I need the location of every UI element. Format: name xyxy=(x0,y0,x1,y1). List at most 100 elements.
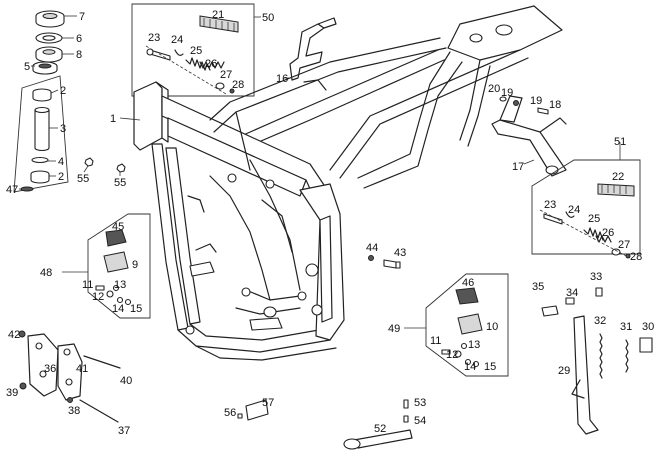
engine-mount-plates xyxy=(18,330,121,423)
callout-34: 34 xyxy=(566,287,578,299)
footpeg-assembly-left xyxy=(131,3,261,97)
o-ring xyxy=(20,186,34,192)
return-spring xyxy=(185,57,211,71)
callout-55-left: 55 xyxy=(77,173,89,185)
stand-spring-32 xyxy=(599,333,603,379)
callout-47: 47 xyxy=(6,184,18,196)
callout-4: 4 xyxy=(58,156,64,168)
footpeg-rubber xyxy=(199,15,239,33)
head-tube-pipe xyxy=(34,106,50,152)
callout-26-right: 26 xyxy=(602,227,614,239)
callout-6: 6 xyxy=(76,33,82,45)
callout-32: 32 xyxy=(594,315,606,327)
callout-54: 54 xyxy=(414,415,426,427)
stem-cap xyxy=(35,10,65,28)
callout-15-left: 15 xyxy=(130,303,142,315)
callout-12-left: 12 xyxy=(92,291,104,303)
pivot-pin-right xyxy=(543,213,563,225)
callout-49: 49 xyxy=(388,323,400,335)
callout-23-right: 23 xyxy=(544,199,556,211)
callout-7: 7 xyxy=(79,11,85,23)
callout-2-upper: 2 xyxy=(60,85,66,97)
engine-plate-right xyxy=(57,343,83,401)
callout-45: 45 xyxy=(112,221,124,233)
callout-18: 18 xyxy=(549,99,561,111)
callout-20: 20 xyxy=(488,83,500,95)
callout-27-top: 27 xyxy=(220,69,232,81)
race-lower xyxy=(30,170,50,184)
washer xyxy=(35,32,63,44)
stem-nut xyxy=(35,46,63,63)
long-bolt-40 xyxy=(83,355,121,369)
return-spring-right xyxy=(583,227,604,241)
callout-51: 51 xyxy=(614,136,626,148)
callout-44: 44 xyxy=(366,242,378,254)
callout-28-right: 28 xyxy=(630,251,642,263)
callout-43: 43 xyxy=(394,247,406,259)
race-upper xyxy=(32,88,52,102)
assembly-box-48 xyxy=(87,213,151,319)
callout-41: 41 xyxy=(76,363,88,375)
callout-46: 46 xyxy=(462,277,474,289)
callout-9: 9 xyxy=(132,259,138,271)
callout-31: 31 xyxy=(620,321,632,333)
callout-16: 16 xyxy=(276,73,288,85)
callout-10: 10 xyxy=(486,321,498,333)
callout-24-right: 24 xyxy=(568,204,580,216)
washer-right xyxy=(611,248,621,256)
bolts-18-19-20 xyxy=(499,96,549,115)
callout-5: 5 xyxy=(24,61,30,73)
callout-13-left: 13 xyxy=(114,279,126,291)
footpeg-assembly-right xyxy=(531,142,641,259)
assembly-box-49 xyxy=(425,273,509,377)
callout-50: 50 xyxy=(262,12,274,24)
callout-30: 30 xyxy=(642,321,654,333)
callout-24-top: 24 xyxy=(171,34,183,46)
pivot-pin xyxy=(146,48,171,61)
callout-14-right: 14 xyxy=(464,361,476,373)
callout-19-right: 19 xyxy=(530,95,542,107)
coil-spring xyxy=(199,61,225,69)
callout-27-right: 27 xyxy=(618,239,630,251)
callout-37: 37 xyxy=(118,425,130,437)
bracket-assembly-48 xyxy=(62,213,151,319)
stand-spring-31 xyxy=(625,339,629,373)
callout-23-top: 23 xyxy=(148,32,160,44)
washer-small xyxy=(215,82,225,90)
stand-bolt-33 xyxy=(595,287,603,297)
callout-57: 57 xyxy=(262,397,274,409)
callout-3: 3 xyxy=(60,123,66,135)
callout-35: 35 xyxy=(532,281,544,293)
assembly-box-50 xyxy=(131,3,255,97)
stem-panel xyxy=(13,75,69,193)
callout-55-right: 55 xyxy=(114,177,126,189)
callout-14-left: 14 xyxy=(112,303,124,315)
cotter-pin xyxy=(229,88,235,94)
callout-39: 39 xyxy=(6,387,18,399)
plate-56-57 xyxy=(237,399,269,421)
steering-stem-parts xyxy=(13,10,77,193)
callout-25-right: 25 xyxy=(588,213,600,225)
callout-labels: 7 6 8 5 2 3 4 2 47 1 55 55 21 50 23 24 2… xyxy=(6,9,654,437)
small-bolts-55 xyxy=(83,157,126,176)
callout-29: 29 xyxy=(558,365,570,377)
callout-22: 22 xyxy=(612,171,624,183)
side-stand-parts xyxy=(541,287,653,435)
callout-36: 36 xyxy=(44,363,56,375)
callout-40: 40 xyxy=(120,375,132,387)
footpeg-rubber-right xyxy=(597,183,635,197)
callout-48: 48 xyxy=(40,267,52,279)
stand-nut-34 xyxy=(565,297,575,305)
callout-26-top: 26 xyxy=(205,58,217,70)
callout-53: 53 xyxy=(414,397,426,409)
callout-25-top: 25 xyxy=(190,45,202,57)
long-bolt-37 xyxy=(79,399,119,423)
engine-plate-left xyxy=(27,333,59,397)
bearing-upper xyxy=(32,61,58,75)
shift-lever-52 xyxy=(343,399,413,450)
stand-plate-35 xyxy=(541,305,559,317)
spring-clip xyxy=(174,49,184,56)
callout-52: 52 xyxy=(374,423,386,435)
callout-17: 17 xyxy=(512,161,524,173)
